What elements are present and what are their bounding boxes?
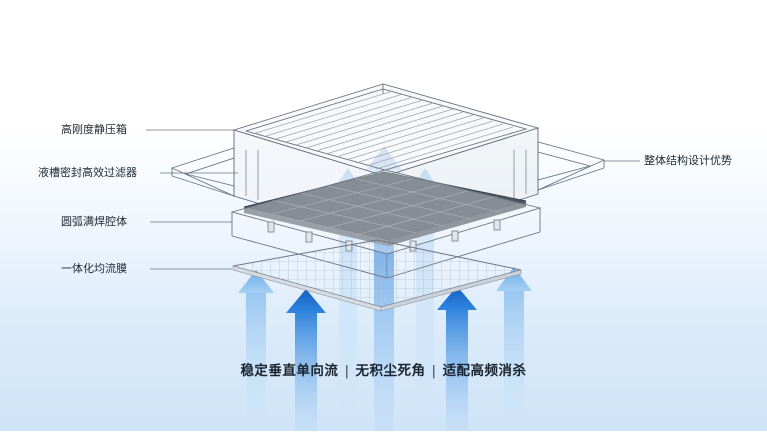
label-static-pressure-box: 高刚度静压箱	[61, 123, 127, 136]
arc-welded-cavity	[230, 169, 542, 279]
label-diffuser-membrane: 一体化均流膜	[61, 262, 127, 275]
integrated-diffuser-membrane	[232, 239, 522, 312]
leader-lines	[146, 129, 640, 270]
caption-part-3: 适配高频消杀	[442, 363, 527, 379]
airflow-arrow-head	[238, 270, 274, 293]
mounting-flange	[170, 141, 606, 197]
airflow-arrow-head	[496, 267, 532, 291]
label-structure-advantage: 整体结构设计优势	[644, 154, 732, 167]
bottom-caption: 稳定垂直单向流 | 无积尘死角 | 适配高频消杀	[0, 359, 767, 379]
airflow-arrow-head	[286, 289, 326, 313]
label-trough-sealed-filter: 液槽密封高效过滤器	[38, 166, 137, 179]
airflow-arrow-shaft	[295, 312, 317, 431]
caption-part-1: 稳定垂直单向流	[240, 363, 339, 379]
airflow-arrow-shaft	[504, 290, 524, 431]
caption-separator: |	[431, 363, 437, 379]
caption-separator: |	[344, 363, 350, 379]
airflow-arrow-head	[437, 286, 477, 310]
label-arc-welded-cavity: 圆弧满焊腔体	[61, 215, 127, 228]
caption-part-2: 无积尘死角	[355, 363, 426, 379]
airflow-arrow-shaft	[246, 292, 266, 431]
trough-sealed-hepa-filter	[243, 171, 527, 246]
airflow-arrow-shaft	[446, 309, 468, 431]
